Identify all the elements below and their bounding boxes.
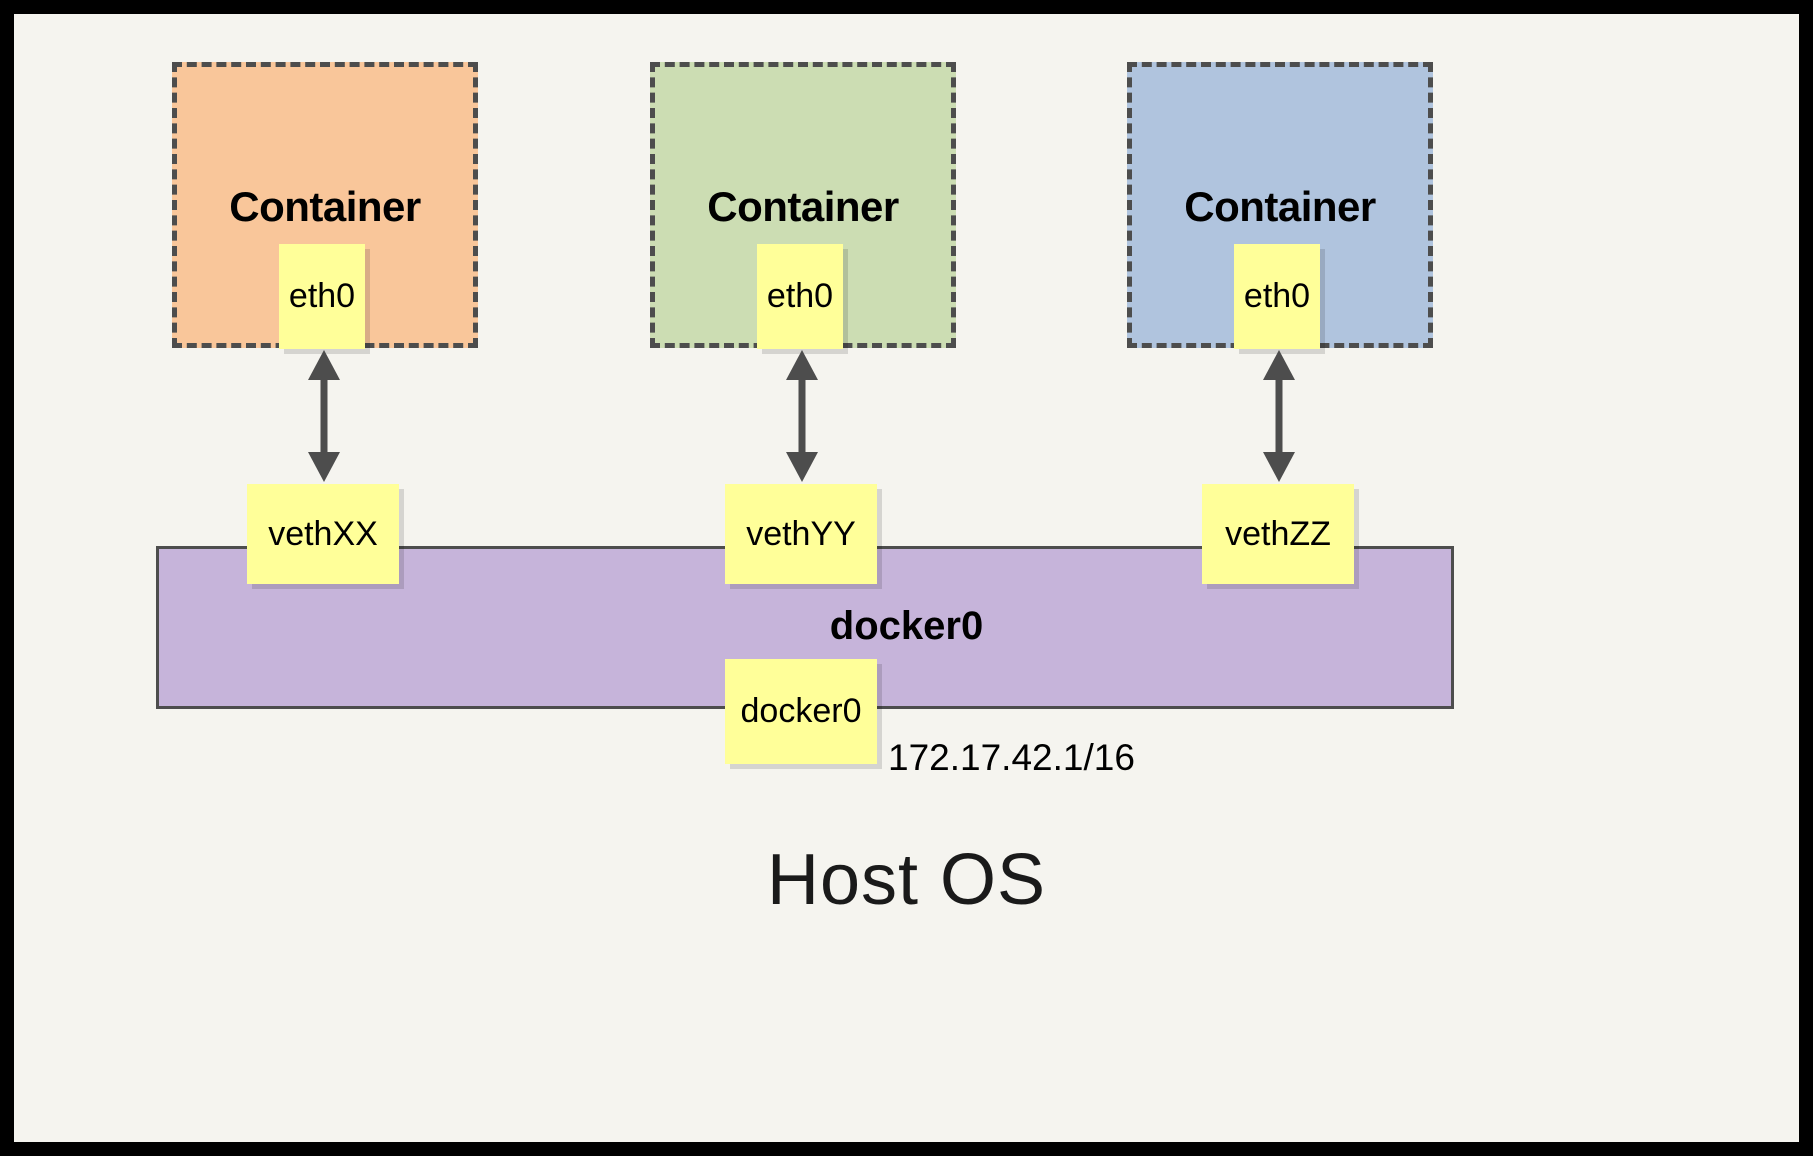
arrow-eth0-vethzz: [1263, 350, 1295, 482]
veth-label-2: vethYY: [746, 514, 856, 553]
arrow-eth0-vethyy: [786, 350, 818, 482]
docker0-bridge-label: docker0: [829, 604, 984, 648]
docker0-ip-label: 172.17.42.1/16: [888, 737, 1135, 778]
eth0-label-1: eth0: [288, 277, 356, 315]
veth-label-3: vethZZ: [1225, 514, 1331, 553]
arrow-eth0-vethxx: [308, 350, 340, 482]
veth-box-2: vethYY: [725, 484, 877, 584]
veth-label-1: vethXX: [268, 514, 378, 553]
veth-box-1: vethXX: [247, 484, 399, 584]
veth-box-3: vethZZ: [1202, 484, 1354, 584]
eth0-label-2: eth0: [766, 277, 834, 315]
container-title-3: Container: [1184, 183, 1376, 230]
eth0-label-3: eth0: [1243, 277, 1311, 315]
docker0-interface-box: docker0: [725, 659, 877, 764]
container-title-1: Container: [229, 183, 421, 230]
container-title-2: Container: [707, 183, 899, 230]
eth0-box-2: eth0: [757, 244, 843, 349]
host-os-label: Host OS: [766, 840, 1047, 920]
eth0-box-1: eth0: [279, 244, 365, 349]
eth0-box-3: eth0: [1234, 244, 1320, 349]
docker0-interface-label: docker0: [740, 692, 862, 730]
